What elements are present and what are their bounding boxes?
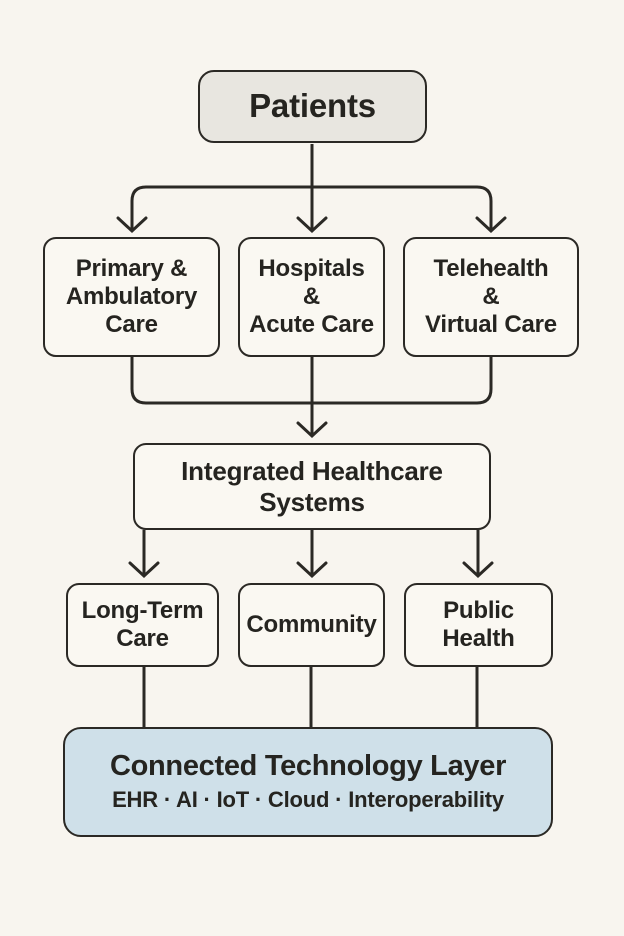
node-primary-ambulatory-care: Primary & Ambulatory Care [43,237,220,357]
arrowhead-longterm [128,561,160,579]
arrowhead-telehealth [475,216,507,234]
node-hospitals-acute-care: Hospitals & Acute Care [238,237,385,357]
node-integrated-label: Integrated Healthcare Systems [181,455,443,517]
arrowhead-public [462,561,494,579]
node-hospitals-label: Hospitals & Acute Care [249,254,374,339]
node-integrated-healthcare-systems: Integrated Healthcare Systems [133,443,491,530]
node-patients: Patients [198,70,427,143]
technology-layer-subtitle: EHR · AI · IoT · Cloud · Interoperabilit… [112,787,504,813]
node-primary-label: Primary & Ambulatory Care [65,254,198,339]
arrowhead-community [296,561,328,579]
node-community: Community [238,583,385,667]
node-longterm-label: Long-Term Care [81,596,204,652]
node-public-health: Public Health [404,583,553,667]
edge-patients-right-branch [312,185,493,231]
node-telehealth-label: Telehealth & Virtual Care [425,254,557,339]
technology-layer-title: Connected Technology Layer [109,750,507,783]
edge-primary-merge [130,357,312,405]
node-long-term-care: Long-Term Care [66,583,219,667]
edge-patients-left-branch [130,185,312,231]
node-telehealth-virtual-care: Telehealth & Virtual Care [403,237,579,357]
arrowhead-hospitals [296,216,328,234]
edge-telehealth-merge [312,357,493,405]
node-connected-technology-layer: Connected Technology Layer EHR · AI · Io… [63,727,553,837]
arrowhead-primary [116,216,148,234]
node-patients-label: Patients [249,87,376,125]
node-community-label: Community [246,610,377,638]
arrowhead-integrated [296,421,328,439]
node-public-label: Public Health [442,596,515,652]
